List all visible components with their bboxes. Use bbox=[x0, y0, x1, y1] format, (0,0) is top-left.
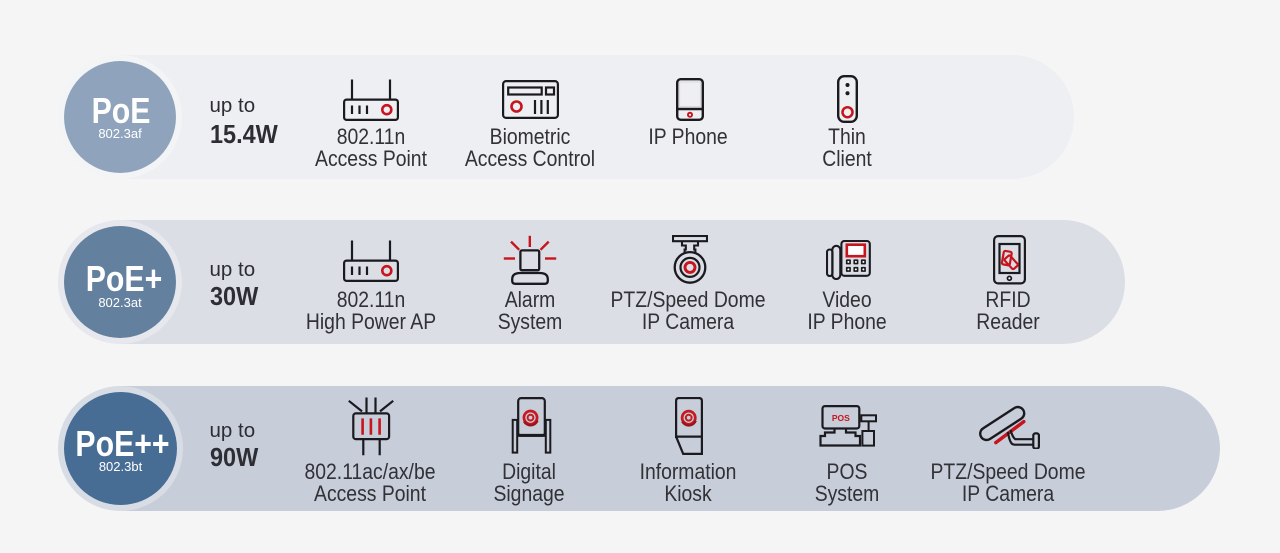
svg-text:POS: POS bbox=[832, 413, 850, 423]
